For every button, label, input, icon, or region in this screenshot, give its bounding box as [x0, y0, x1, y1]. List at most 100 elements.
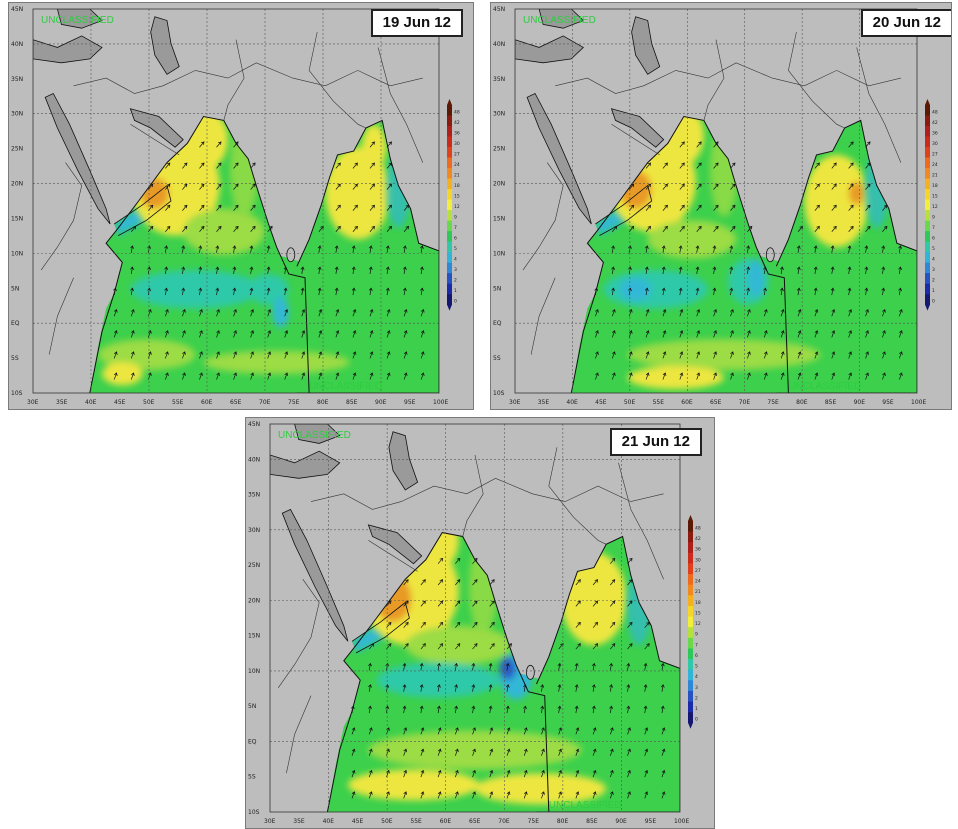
lat-tick-label: 20N: [248, 597, 260, 604]
wind-arrow-head: [796, 287, 801, 292]
wind-arrow: [489, 727, 493, 735]
wind-arrow-head: [746, 287, 751, 292]
wind-arrow-head: [235, 141, 239, 145]
wind-arrow-head: [474, 557, 478, 562]
wind-arrow-head: [664, 225, 668, 230]
wind-arrow-head: [867, 225, 871, 230]
color-bar-swatch: [688, 563, 693, 575]
wind-arrow-head: [164, 266, 169, 270]
wind-arrow: [592, 706, 595, 714]
wind-arrow-head: [402, 705, 407, 710]
wind-arrow-head: [610, 769, 614, 774]
wind-arrow: [250, 162, 256, 169]
wind-arrow-head: [215, 287, 220, 292]
wind-arrow-head: [369, 351, 374, 355]
wind-arrow: [662, 372, 666, 380]
wind-arrow-head: [730, 309, 734, 313]
wind-arrow-head: [388, 183, 392, 188]
wind-arrow-head: [301, 330, 306, 334]
wind-arrow: [165, 372, 169, 380]
wind-arrow: [130, 288, 133, 296]
wave-zone-light_green: [647, 220, 737, 259]
wind-arrow-head: [830, 266, 835, 270]
wind-arrow-head: [371, 225, 375, 230]
wind-arrow-head: [850, 141, 854, 145]
wind-arrow: [233, 226, 239, 232]
wind-arrow: [575, 622, 581, 628]
wind-arrow: [848, 183, 854, 190]
color-bar-swatch: [925, 252, 930, 263]
color-bar-label: 42: [932, 120, 938, 126]
wind-arrow: [369, 162, 375, 169]
wind-arrow: [558, 749, 562, 756]
wind-arrow: [351, 770, 355, 778]
wind-arrow-head: [644, 266, 649, 270]
wind-arrow: [233, 372, 237, 380]
wind-arrow-head: [354, 162, 358, 167]
wind-arrow: [848, 205, 854, 211]
wind-arrow: [523, 684, 526, 692]
wind-arrow-head: [662, 330, 667, 334]
wind-arrow: [747, 309, 751, 317]
wind-arrow: [284, 267, 287, 275]
wind-arrow-head: [660, 705, 665, 710]
color-bar-swatch: [688, 552, 693, 564]
wind-arrow: [472, 558, 478, 564]
wind-arrow: [437, 663, 440, 671]
wind-arrow: [575, 706, 578, 714]
wind-arrow-head: [368, 705, 372, 710]
wind-arrow-head: [350, 705, 355, 710]
wind-arrow-head: [611, 600, 616, 605]
wind-arrow-head: [679, 372, 684, 376]
wind-arrow-head: [506, 791, 511, 795]
wind-arrow: [420, 770, 424, 778]
wind-arrow-head: [250, 309, 254, 313]
wind-arrow-head: [200, 162, 205, 167]
wind-arrow: [661, 706, 664, 714]
wind-arrow: [454, 706, 457, 714]
wind-arrow-head: [337, 183, 341, 188]
wind-arrow-head: [114, 351, 118, 355]
wind-arrow: [595, 288, 597, 296]
wind-arrow-head: [847, 245, 852, 249]
wind-arrow-head: [472, 748, 476, 753]
wind-arrow: [267, 372, 271, 380]
wind-arrow: [182, 205, 188, 211]
wind-arrow-head: [455, 748, 459, 753]
wind-arrow: [814, 351, 818, 359]
wind-arrow-head: [881, 287, 886, 292]
wind-arrow: [369, 245, 372, 253]
inland-sea-0: [526, 92, 592, 225]
wind-arrow: [403, 643, 409, 650]
wind-arrow: [455, 643, 461, 650]
wind-arrow: [541, 706, 543, 714]
wind-arrow-head: [780, 330, 785, 334]
wind-arrow-head: [814, 330, 819, 334]
wind-arrow-head: [609, 662, 613, 667]
wind-arrow: [558, 643, 564, 650]
wind-arrow-head: [594, 287, 599, 292]
wind-arrow-head: [147, 287, 151, 292]
wind-arrow: [575, 663, 578, 671]
wind-arrow: [814, 183, 820, 190]
wind-arrow: [454, 749, 459, 756]
wind-arrow-head: [816, 204, 820, 209]
lon-tick-label: 70E: [739, 399, 751, 406]
color-bar-label: 21: [695, 589, 701, 595]
wind-arrow: [386, 791, 390, 799]
wind-arrow: [403, 579, 409, 586]
wind-arrow-head: [420, 351, 425, 355]
wind-arrow: [882, 330, 886, 338]
wind-arrow: [865, 267, 868, 275]
wind-arrow: [747, 226, 753, 232]
wind-arrow: [627, 770, 631, 778]
wind-arrow: [352, 351, 356, 359]
wind-arrow-head: [489, 727, 494, 731]
wind-arrow: [610, 643, 616, 650]
wind-arrow: [267, 288, 270, 296]
lat-tick-label: 5N: [11, 285, 19, 292]
wind-arrow: [797, 245, 800, 253]
wind-arrow-head: [182, 330, 186, 334]
wind-arrow-head: [405, 225, 410, 230]
